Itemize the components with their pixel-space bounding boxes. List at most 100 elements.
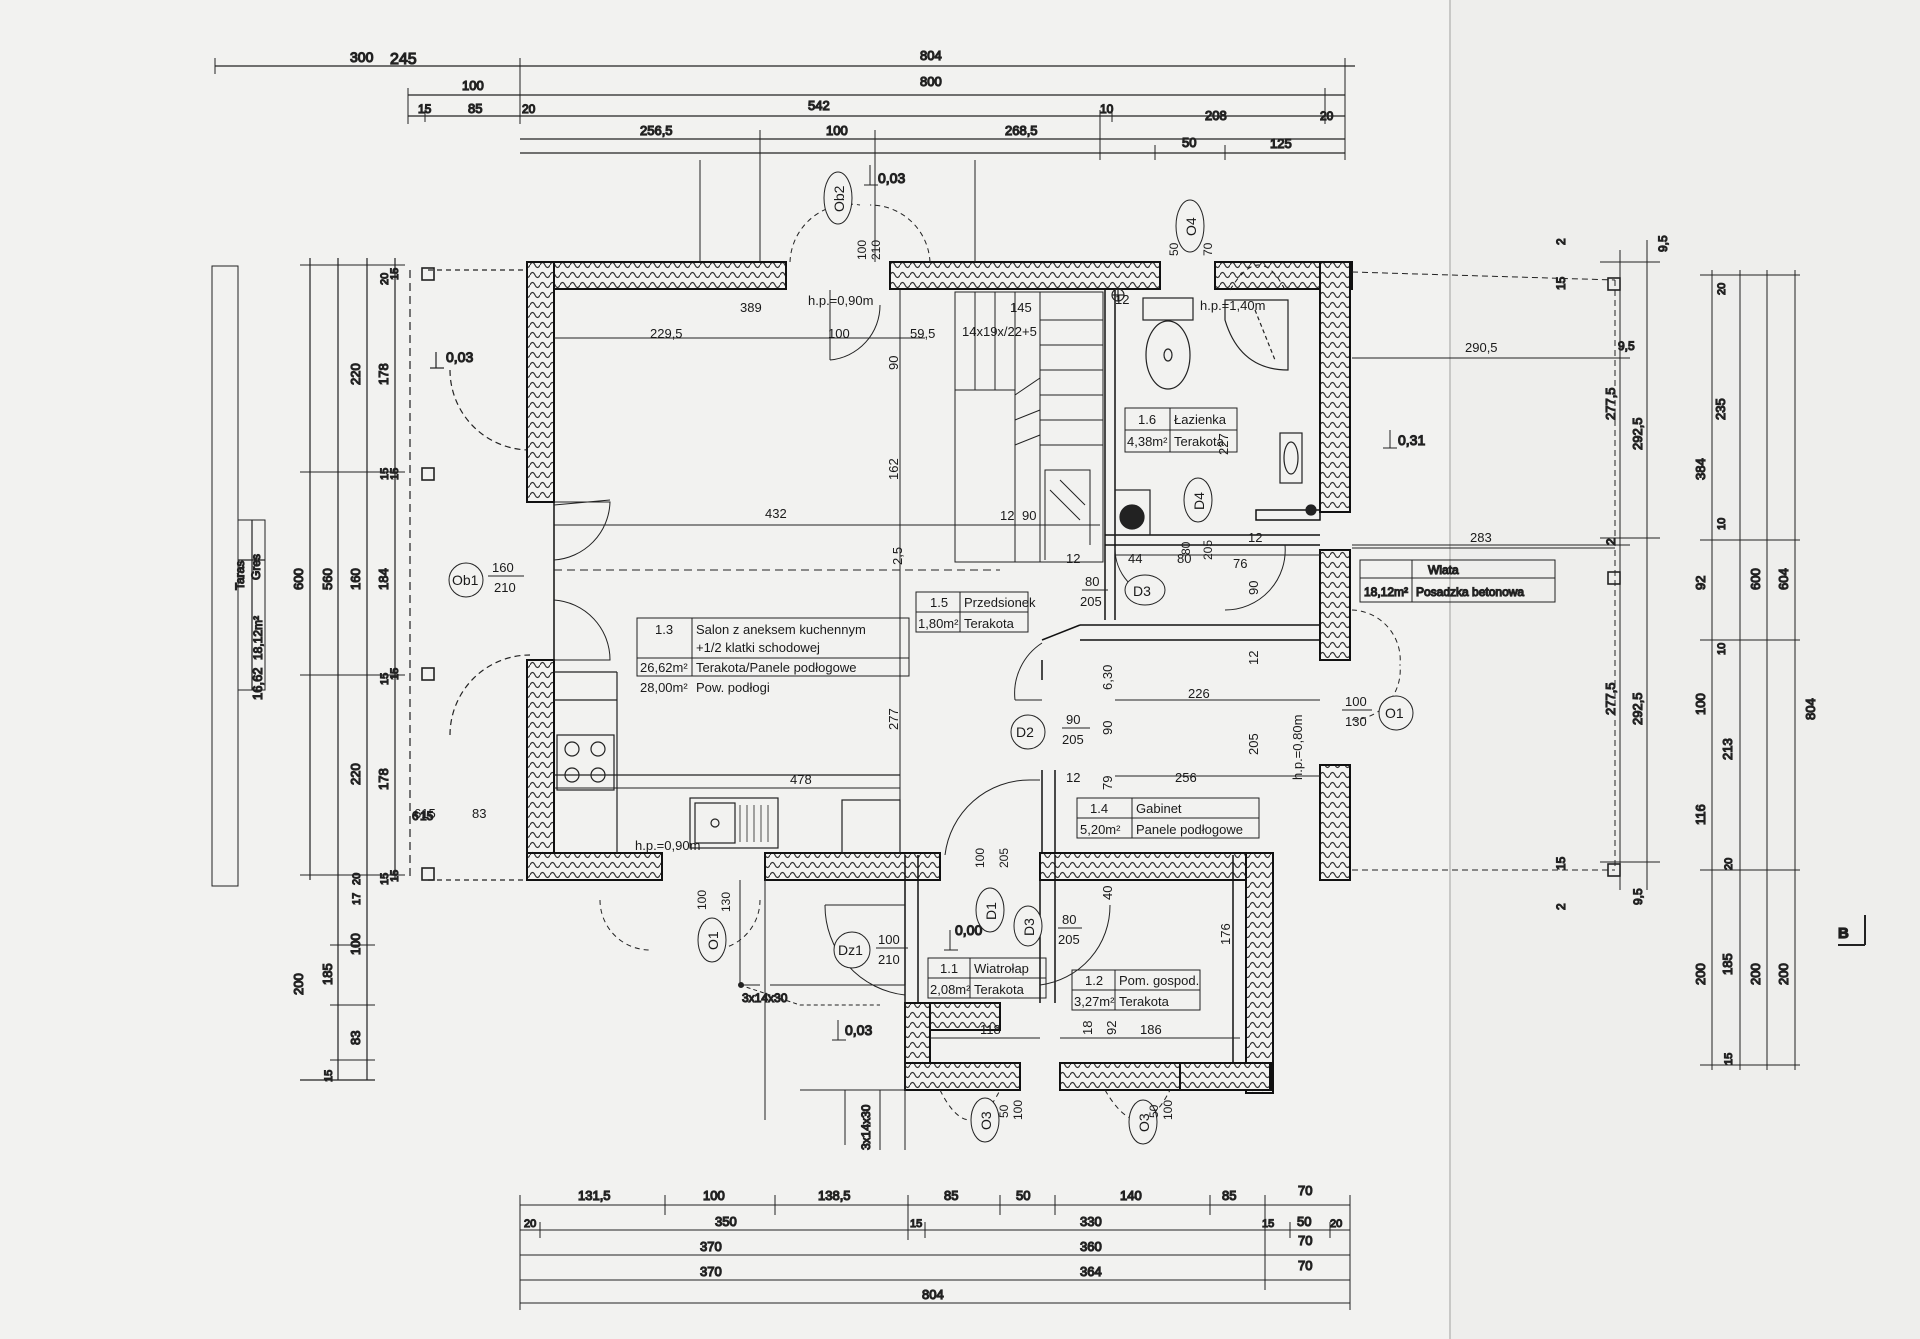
right-c-235: 235 [1713,398,1728,420]
entry-steps [738,165,958,1150]
d3b-label: D3 [1021,918,1037,936]
room-label-gabinet: 1.4 Gabinet 5,20m² Panele podłogowe [1076,797,1260,839]
bottom-dim-370a: 370 [700,1239,722,1254]
right-d-600: 600 [1748,568,1763,590]
right-a-15a: 15 [1554,276,1568,290]
right-c-10b: 10 [1716,643,1728,655]
paper-left [0,0,1450,1339]
drawing: 300 245 804 100 800 15 85 20 542 10 208 … [211,47,1866,1310]
dim-top-125: 125 [1270,136,1292,151]
dim-162: 162 [886,458,901,480]
right-c-10a: 10 [1716,518,1728,530]
bottom-dim-364: 364 [1080,1264,1102,1279]
steps-b: 3x14x30 [859,1104,873,1150]
dim-top-804: 804 [920,48,942,63]
hp-window-top: h.p.=0,90m [808,293,873,308]
level-top: 0,03 [878,170,905,186]
interior-dimensions: 389 229,5 100 59,5 145 14x19x/22+5 90 16… [414,290,1615,1039]
opening-o1-bottom: O1 100 130 [695,890,733,963]
left-edge-15a: 15 [389,268,401,280]
left-edge-15f: 15 [420,809,434,823]
stairs-label: 14x19x/22+5 [962,324,1037,339]
o3a-w: 50 [997,1104,1011,1118]
dim-90b: 90 [1022,508,1036,523]
dim-top-85: 85 [468,101,482,116]
level-terrace: 0,03 [446,349,473,365]
opening-o3-right: O3 50 100 [1128,1099,1175,1145]
left-dim-15a: 15 [379,468,391,480]
canopy-floor: Posadzka betonowa [1416,585,1524,599]
room-pom-num: 1.2 [1085,973,1103,988]
room-pom-area: 3,27m² [1074,994,1115,1009]
door-swings [553,203,1401,1121]
d3b-w: 80 [1062,912,1076,927]
dim-205-v: 205 [1246,733,1261,755]
dim-229: 229,5 [650,326,683,341]
d2-h: 205 [1062,732,1084,747]
level-east: 0,31 [1398,432,1425,448]
bottom-dim-50b: 50 [1297,1214,1311,1229]
bottom-dim-85a: 85 [944,1188,958,1203]
left-dim-560: 560 [320,568,335,590]
dz1-h: 210 [878,952,900,967]
right-c-20b: 20 [1723,858,1735,870]
ob2-label: Ob2 [831,185,847,212]
steps-a: 3x14x30 [742,991,788,1005]
right-a-2c: 2 [1554,903,1568,910]
left-dim-15b: 15 [379,673,391,685]
left-dim-185: 185 [320,963,335,985]
room-salon-floor2: Pow. podłogi [696,680,770,695]
bottom-dim-70c: 70 [1298,1258,1312,1273]
dim-176: 176 [1218,923,1233,945]
dim-top-256: 256,5 [640,123,673,138]
right-a-277a: 277,5 [1603,387,1618,420]
dim-12c: 12 [1246,651,1261,665]
right-dimensions [1600,240,1800,1070]
o1b-h: 130 [719,892,733,912]
room-salon-area: 26,62m² [640,660,688,675]
d3a-w: 80 [1085,574,1099,589]
terrace-area-value: 18,12m² [251,616,265,660]
dz1-w: 100 [878,932,900,947]
interior-walls [553,290,1321,1063]
dim-2-5: 2,5 [890,547,905,565]
opening-d1: D1 100 205 [973,848,1011,933]
dim-186: 186 [1140,1022,1162,1037]
dim-92: 92 [1104,1021,1119,1035]
opening-ob2: Ob2 100 210 [823,171,883,260]
room-przedsionek-area: 1,80m² [918,616,959,631]
room-lazienka-name: Łazienka [1174,412,1227,427]
left-dim-178a: 178 [376,363,391,385]
bottom-dim-70a: 70 [1298,1183,1312,1198]
right-c-15: 15 [1723,1053,1735,1065]
dim-145: 145 [1010,300,1032,315]
left-edge-6: 6 [412,809,419,823]
left-dim-178b: 178 [376,768,391,790]
ob1-w: 160 [492,560,514,575]
dim-18: 18 [1080,1021,1095,1035]
dim-top-100: 100 [462,78,484,93]
dim-top-20b: 20 [1320,109,1334,123]
level-entry: 0,00 [955,922,982,938]
right-c-100: 100 [1693,693,1708,715]
o1r-label: O1 [1385,705,1404,721]
bottom-dim-138: 138,5 [818,1188,851,1203]
terrace-name: Taras [233,561,247,590]
o4-h: 70 [1201,242,1215,256]
d3a-h: 205 [1080,594,1102,609]
d4-label: D4 [1191,492,1207,510]
room-gabinet-floor: Panele podłogowe [1136,822,1243,837]
dim-76: 76 [1233,556,1247,571]
bottom-dim-804: 804 [922,1287,944,1302]
dim-top-100b: 100 [826,123,848,138]
staircase [954,291,1104,563]
o4-w: 50 [1167,242,1181,256]
o3b-w: 50 [1147,1104,1161,1118]
terrace-area [211,265,531,887]
hp-bath-top: h.p.=1,40m [1200,298,1265,313]
room-label-salon: 1.3 Salon z aneksem kuchennym +1/2 klatk… [636,617,910,695]
d1-w: 100 [973,848,987,868]
d4-h: 205 [1201,540,1215,560]
room-pom-floor: Terakota [1119,994,1170,1009]
room-salon-floor: Terakota/Panele podłogowe [696,660,856,675]
